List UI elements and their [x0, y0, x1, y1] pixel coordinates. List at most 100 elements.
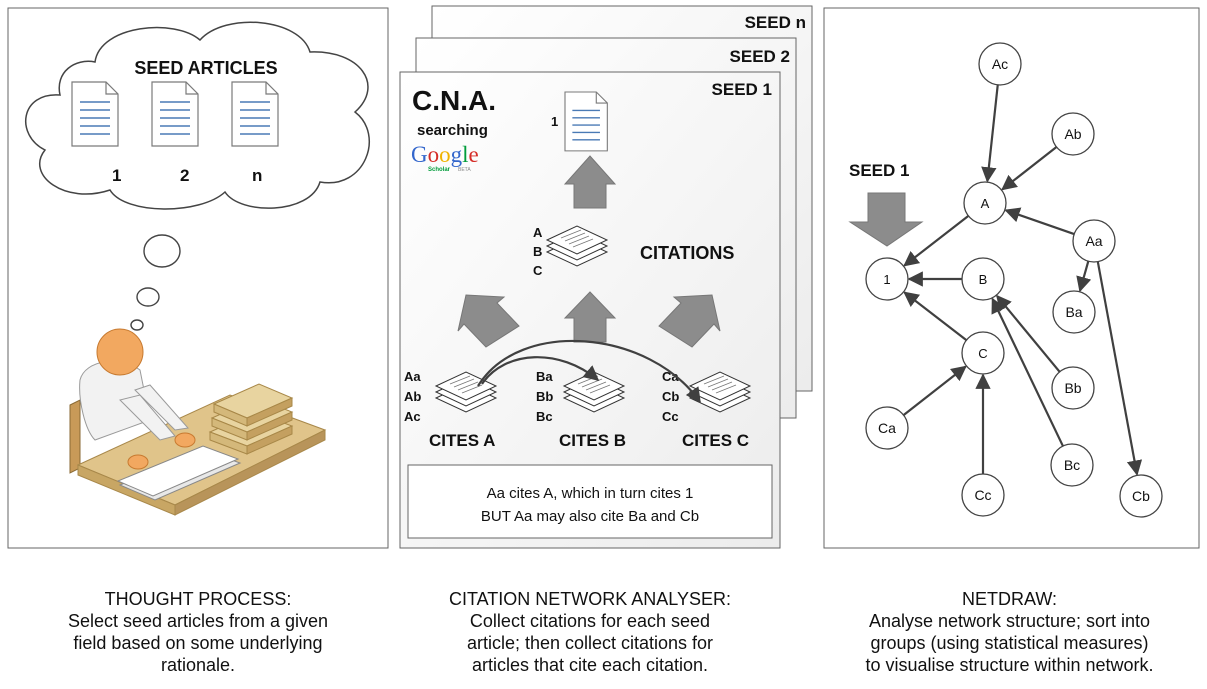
- node-c: C: [961, 331, 1005, 375]
- edge-bb-to-b: [996, 294, 1061, 373]
- node-label-ba: Ba: [1065, 304, 1082, 320]
- seed-doc-2: [151, 81, 199, 147]
- node-ac: Ac: [978, 42, 1022, 86]
- edge-bc-to-b: [991, 297, 1064, 447]
- caption-netdraw-line-1: Analyse network structure; sort into: [868, 611, 1151, 631]
- node-a: A: [963, 181, 1007, 225]
- note-box: [407, 464, 773, 539]
- cites-b-letter-bc: Bc: [536, 409, 553, 424]
- person-at-desk-illustration: [69, 328, 327, 516]
- cites-c-letter-ca: Ca: [662, 369, 679, 384]
- seed-1-label: SEED 1: [712, 80, 772, 99]
- caption-netdraw: NETDRAW: Analyse network structure; sort…: [812, 588, 1207, 676]
- node-b: B: [961, 257, 1005, 301]
- caption-thought-line-3: rationale.: [160, 655, 236, 675]
- caption-thought-process: THOUGHT PROCESS: Select seed articles fr…: [8, 588, 388, 676]
- seed-doc-1: [71, 81, 119, 147]
- network-edges: [902, 84, 1143, 476]
- cites-a-letter-ac: Ac: [404, 409, 421, 424]
- cites-a-label: CITES A: [429, 431, 495, 450]
- google-scholar-sub: Scholar: [428, 167, 451, 173]
- caption-cna-line-1: Collect citations for each seed: [469, 611, 711, 631]
- netdraw-seed-label: SEED 1: [849, 161, 909, 180]
- caption-thought-line-1: Select seed articles from a given: [67, 611, 329, 631]
- cites-a-letter-ab: Ab: [404, 389, 421, 404]
- netdraw-seed-arrow: [848, 192, 924, 247]
- node-cb: Cb: [1119, 474, 1163, 518]
- cites-b-letter-bb: Bb: [536, 389, 553, 404]
- arrow-citations-to-seed: [563, 155, 617, 209]
- arrow-cites-a-up: [457, 294, 520, 348]
- thought-bubble-medium: [136, 287, 160, 307]
- caption-cna: CITATION NETWORK ANALYSER: Collect citat…: [390, 588, 790, 676]
- node-label-c: C: [978, 346, 987, 361]
- node-label-cc: Cc: [974, 487, 991, 503]
- node-label-ab: Ab: [1064, 126, 1081, 142]
- caption-thought-title: THOUGHT PROCESS:: [104, 589, 292, 609]
- edge-c-to-1: [903, 291, 968, 342]
- caption-cna-line-3: articles that cite each citation.: [471, 655, 709, 675]
- doc-label-2: 2: [180, 166, 189, 185]
- curve-aa-to-ba: [481, 356, 600, 385]
- person-head: [96, 328, 144, 376]
- node-label-bc: Bc: [1064, 457, 1080, 473]
- node-bb: Bb: [1051, 366, 1095, 410]
- node-cc: Cc: [961, 473, 1005, 517]
- google-scholar-logo: Google Scholar BETA: [411, 142, 479, 173]
- curve-aa-to-cb: [477, 339, 701, 404]
- arrow-cites-b-up: [563, 291, 617, 343]
- thought-panel: SEED ARTICLES 1 2 n: [7, 7, 389, 549]
- seed-doc-top: [564, 91, 609, 152]
- node-aa: Aa: [1072, 219, 1116, 263]
- citations-label: CITATIONS: [640, 243, 734, 263]
- cna-title: C.N.A.: [412, 85, 496, 116]
- thought-bubble-small: [130, 319, 144, 331]
- node-ab: Ab: [1051, 112, 1095, 156]
- seed-2-label: SEED 2: [730, 47, 790, 66]
- caption-cna-title: CITATION NETWORK ANALYSER:: [448, 589, 732, 609]
- seed-n-label: SEED n: [745, 13, 806, 32]
- citation-letter-b: B: [533, 244, 542, 259]
- node-label-1: 1: [883, 272, 890, 287]
- node-ba: Ba: [1052, 290, 1096, 334]
- caption-netdraw-line-3: to visualise structure within network.: [865, 655, 1154, 675]
- node-label-bb: Bb: [1064, 380, 1081, 396]
- edge-aa-to-a: [1004, 207, 1075, 236]
- node-label-b: B: [979, 272, 988, 287]
- top-doc-label: 1: [551, 114, 558, 129]
- edge-ca-to-c: [902, 365, 967, 416]
- edge-ab-to-a: [1001, 146, 1058, 191]
- svg-text:Google: Google: [411, 142, 479, 167]
- searching-label: searching: [417, 122, 488, 139]
- arrow-cites-c-up: [658, 294, 721, 348]
- cites-c-label: CITES C: [682, 431, 749, 450]
- cites-b-letter-ba: Ba: [536, 369, 553, 384]
- edge-ac-to-a: [981, 84, 999, 183]
- cna-panel: SEED n SEED 2 SEED 1 C.N.A. searching Go…: [399, 5, 813, 549]
- caption-thought-line-2: field based on some underlying: [73, 633, 323, 653]
- book-stack: [208, 383, 294, 455]
- caption-netdraw-line-2: groups (using statistical measures): [870, 633, 1149, 653]
- cites-a-letter-aa: Aa: [404, 369, 421, 384]
- cloud-title: SEED ARTICLES: [134, 58, 277, 78]
- google-beta: BETA: [458, 167, 471, 173]
- node-label-aa: Aa: [1085, 233, 1102, 249]
- caption-cna-line-2: article; then collect citations for: [466, 633, 714, 653]
- thought-bubble-large: [143, 234, 181, 268]
- doc-label-1: 1: [112, 166, 121, 185]
- doc-label-n: n: [252, 166, 262, 185]
- node-bc: Bc: [1050, 443, 1094, 487]
- node-label-a: A: [981, 196, 990, 211]
- caption-netdraw-title: NETDRAW:: [961, 589, 1057, 609]
- cites-c-letter-cb: Cb: [662, 389, 679, 404]
- note-line-1: Aa cites A, which in turn cites 1: [487, 485, 694, 502]
- node-label-ac: Ac: [992, 56, 1008, 72]
- edge-a-to-1: [903, 215, 970, 267]
- edge-aa-to-cb: [1096, 261, 1143, 476]
- cites-c-letter-cc: Cc: [662, 409, 679, 424]
- edge-aa-to-ba: [1076, 260, 1092, 293]
- node-label-cb: Cb: [1132, 488, 1150, 504]
